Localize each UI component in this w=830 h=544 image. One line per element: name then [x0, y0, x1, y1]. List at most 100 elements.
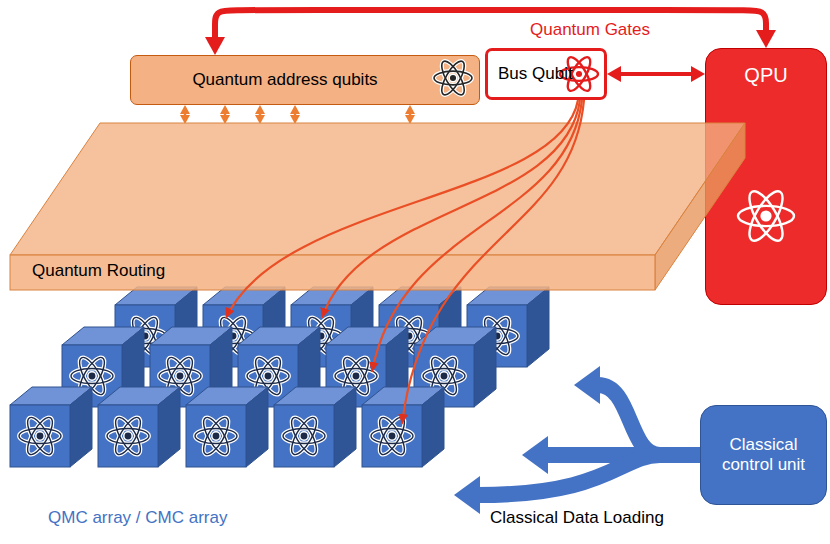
atom-orbit	[199, 414, 233, 458]
qpu-box: QPU	[705, 48, 827, 305]
atom-orbit-halo	[111, 414, 145, 458]
atom-orbit-halo	[283, 428, 325, 443]
classical-control-box: Classical control unit	[700, 405, 827, 505]
routing-path	[372, 100, 582, 372]
atom-orbit	[438, 58, 469, 98]
atom-nucleus	[300, 432, 308, 440]
atom-orbit	[199, 414, 233, 458]
atom-orbit	[247, 368, 289, 383]
cube-side	[334, 387, 356, 467]
atom-orbit	[107, 428, 149, 443]
node-text: QPU	[744, 63, 787, 87]
atom-icon	[371, 414, 413, 458]
array-label: QMC array / CMC array	[48, 508, 227, 528]
atom-icon	[19, 414, 61, 458]
loading-arrow-shaft	[598, 385, 660, 455]
cube-front	[186, 405, 246, 467]
address-routing-arrow	[409, 114, 412, 115]
memory-cell-cube	[362, 387, 444, 467]
atom-nucleus	[352, 372, 360, 380]
node-text: Quantum Routing	[32, 261, 165, 281]
atom-orbit-halo	[195, 428, 237, 443]
atom-icon	[738, 187, 794, 246]
atom-nucleus	[264, 372, 272, 380]
cube-side	[70, 387, 92, 467]
atom-nucleus	[760, 210, 771, 221]
atom-icon	[195, 414, 237, 458]
memory-cell-cube	[274, 387, 356, 467]
atom-orbit-halo	[199, 414, 233, 458]
cube-side	[527, 287, 549, 367]
atom-orbit-halo	[434, 71, 472, 85]
address-routing-arrow	[184, 114, 187, 115]
atom-orbit-halo	[199, 414, 233, 458]
atom-nucleus	[212, 432, 220, 440]
atom-nucleus	[176, 372, 184, 380]
loading-arrow-head	[522, 436, 548, 474]
atom-nucleus	[124, 432, 132, 440]
atom-orbit-halo	[335, 368, 377, 383]
cube-side	[246, 387, 268, 467]
atom-icon	[434, 58, 472, 98]
slab-side-face	[655, 123, 745, 290]
atom-orbit	[743, 187, 788, 246]
node-text: Classical control unit	[711, 435, 816, 475]
atom-icon	[107, 414, 149, 458]
bus-qpu-arrow	[621, 72, 691, 76]
slab-front-face	[10, 255, 655, 290]
cube-front	[98, 405, 158, 467]
atom-orbit-halo	[287, 414, 321, 458]
cube-front	[274, 405, 334, 467]
atom-orbit	[19, 428, 61, 443]
atom-orbit	[111, 414, 145, 458]
atom-orbit-halo	[375, 414, 409, 458]
atom-orbit	[743, 187, 788, 246]
quantum-gates-arrow	[215, 10, 766, 37]
atom-orbit	[71, 368, 113, 383]
atom-orbit	[738, 206, 794, 226]
atom-icon	[283, 414, 325, 458]
atom-orbit	[23, 414, 57, 458]
atom-nucleus	[88, 372, 96, 380]
atom-orbit	[423, 368, 465, 383]
atom-orbit-halo	[19, 428, 61, 443]
atom-icon-frame	[731, 181, 801, 251]
atom-nucleus	[449, 74, 457, 82]
atom-orbit-halo	[371, 428, 413, 443]
cube-side	[422, 387, 444, 467]
atom-orbit-halo	[287, 414, 321, 458]
node-text: Quantum address qubits	[192, 70, 377, 90]
atom-orbit-halo	[159, 368, 201, 383]
atom-icon-frame	[431, 56, 475, 100]
memory-cell-cube	[186, 387, 268, 467]
cube-side	[474, 327, 496, 407]
atom-orbit-halo	[107, 428, 149, 443]
quantum-routing-layer: Quantum Routing	[10, 123, 745, 290]
cube-side	[158, 387, 180, 467]
edge-label: Quantum Gates	[530, 20, 650, 40]
atom-orbit	[438, 58, 469, 98]
loading-arrow-head	[574, 366, 600, 404]
loading-arrow-shaft	[478, 455, 660, 495]
atom-orbit	[371, 428, 413, 443]
data-loading-label: Classical Data Loading	[490, 508, 664, 528]
atom-orbit-halo	[247, 368, 289, 383]
slab-top-face	[10, 123, 745, 255]
data-loading-arrows	[478, 385, 700, 495]
atom-nucleus	[36, 432, 44, 440]
data-loading-heads	[454, 366, 600, 514]
atom-orbit	[375, 414, 409, 458]
bus-qubit-box: Bus Qubit	[485, 48, 607, 100]
atom-orbit	[434, 71, 472, 85]
atom-orbit	[159, 368, 201, 383]
loading-arrow-head	[454, 476, 480, 514]
atom-orbit-halo	[438, 58, 469, 98]
atom-nucleus	[575, 70, 583, 78]
routing-path	[226, 100, 578, 318]
atom-orbit-halo	[23, 414, 57, 458]
atom-orbit-halo	[375, 414, 409, 458]
cube-front	[362, 405, 422, 467]
atom-orbit	[335, 368, 377, 383]
atom-orbit	[375, 414, 409, 458]
